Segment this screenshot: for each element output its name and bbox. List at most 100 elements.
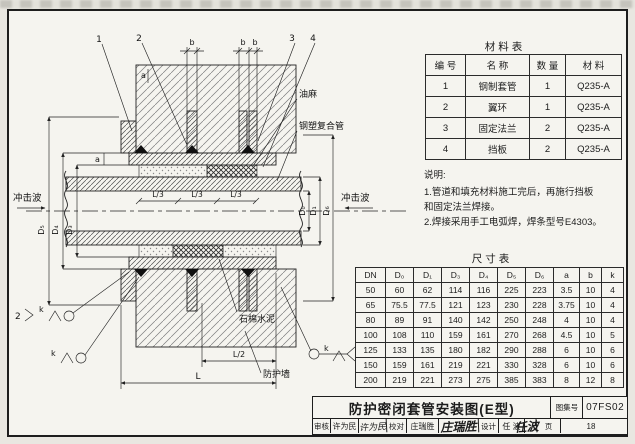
size-table-row: 80 89 91 140 142 250 248 4 10 4 [355,312,624,328]
oakum-fill [206,164,258,178]
weld-mark [241,269,255,277]
baffle-plate [248,268,258,312]
composite-pipe-label: 钢塑复合管 [299,120,344,132]
size-cell: 10 [579,357,602,373]
dim-d6: D₆ [322,206,331,215]
size-cell: 225 [497,282,526,298]
size-cell: 182 [469,342,498,358]
asbestos-cement-label: 石棉水泥 [239,313,275,325]
dim-a: a [95,155,100,164]
size-cell: 116 [469,282,498,298]
mat-header-cell: 材 料 [565,54,622,76]
baffle-plate [238,110,248,154]
weld-callout-circle [308,348,320,360]
dim-l: L [195,372,200,382]
size-cell: 223 [525,282,554,298]
sheet-frame: 1 2 3 4 b b b a a L/3 L/3 L/3 L/2 L D₅ D… [7,9,628,437]
asbestos-cement-fill [138,164,208,178]
callout-2: 2 [136,34,142,44]
mat-cell: 4 [425,138,466,160]
size-cell: 270 [497,327,526,343]
pipe-wall-top [65,176,302,192]
page-number: 18 [586,421,596,431]
pipe-wall-bottom [65,230,302,246]
top-watermark [0,0,635,8]
material-table: 编 号 名 称 数 量 材 料 1 钢制套管 1 Q235-A 2 翼环 1 Q… [425,54,622,160]
size-cell: 89 [385,312,414,328]
size-cell: 62 [413,282,442,298]
size-cell: 6 [601,357,624,373]
size-cell: 108 [385,327,414,343]
mat-header-cell: 编 号 [425,54,466,76]
mat-cell: 2 [529,117,566,139]
weld-callout-circle [63,310,75,322]
size-cell: 10 [579,327,602,343]
size-cell: 219 [441,357,470,373]
shock-wave-label-left: 冲击波 [13,192,42,204]
title-block: 防护密闭套管安装图(E型) 图集号 07FS02 审核 许为民 许为民 校对 庄… [312,396,628,435]
mat-cell: 钢制套管 [465,75,530,97]
size-cell: 385 [497,372,526,388]
material-table-row: 1 钢制套管 1 Q235-A [425,75,622,97]
review-label: 审核 [313,419,331,433]
dim-d0: D₀ [298,206,307,215]
size-cell: 221 [469,357,498,373]
material-table-header-row: 编 号 名 称 数 量 材 料 [425,54,622,76]
notes-block: 说明: 1.管道和填充材料施工完后，再施行挡板 和固定法兰焊接。 2.焊接采用手… [424,168,629,230]
size-table-row: 150 159 161 219 221 330 328 6 10 6 [355,357,624,373]
dim-l3: L/3 [191,190,203,199]
size-cell: 77.5 [413,297,442,313]
baffle-plate [238,268,248,312]
size-cell: 3.5 [553,282,580,298]
design-signature: 任波 [514,418,540,435]
mat-cell: 1 [529,96,566,118]
size-cell: 290 [497,342,526,358]
protective-wall-label: 防护墙 [263,368,290,380]
dim-b: b [252,38,257,47]
mat-header-cell: 名 称 [465,54,530,76]
dim-a: a [141,71,146,80]
dim-b: b [189,38,194,47]
size-cell: 159 [385,357,414,373]
size-cell: 91 [413,312,442,328]
weld-mark [241,145,255,153]
dimension-lines [17,42,373,389]
size-cell: 200 [355,372,386,388]
size-cell: 250 [497,312,526,328]
pipe-break-right [299,170,303,248]
callout-4: 4 [310,34,316,44]
weld-mark [134,145,148,153]
size-cell: 135 [413,342,442,358]
drawing-title: 防护密闭套管安装图(E型) [313,397,552,418]
mat-cell: Q235-A [565,96,622,118]
size-cell: 10 [579,342,602,358]
review-name: 许为民 [331,419,359,433]
mat-cell: 挡板 [465,138,530,160]
size-header-cell: D₃ [441,267,470,283]
steel-sleeve-bottom [128,256,277,270]
size-cell: 142 [469,312,498,328]
size-cell: 110 [413,327,442,343]
size-cell: 3.75 [553,297,580,313]
baffle-plate [248,110,258,154]
size-cell: 10 [579,297,602,313]
dim-d1: D₁ [309,206,318,215]
dim-d3: D₃ [65,225,74,234]
mat-cell: 1 [425,75,466,97]
design-name: 任 波 [499,419,525,433]
size-cell: 60 [385,282,414,298]
fixing-flange-top [120,120,137,154]
size-cell: 230 [497,297,526,313]
size-cell: 50 [355,282,386,298]
weld-mark [134,269,148,277]
mat-cell: 翼环 [465,96,530,118]
size-cell: 75.5 [385,297,414,313]
size-cell: 6 [553,357,580,373]
size-cell: 248 [525,312,554,328]
size-cell: 268 [525,327,554,343]
drawing-texts: 1 2 3 4 b b b a a L/3 L/3 L/3 L/2 L D₅ D… [13,34,370,382]
structure [65,64,302,348]
mat-cell: 3 [425,117,466,139]
size-header-cell: b [579,267,602,283]
